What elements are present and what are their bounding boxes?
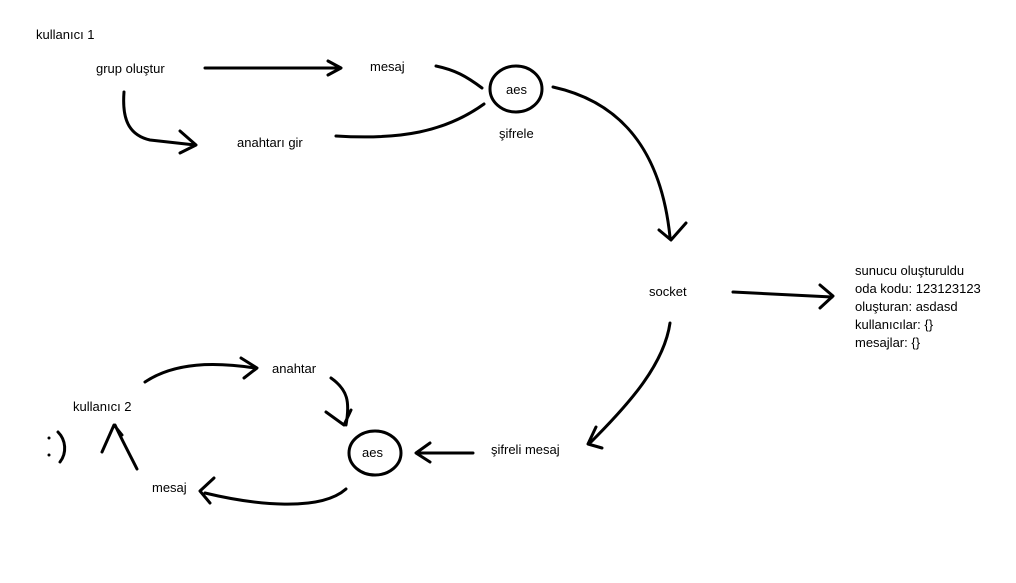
- arrow-socket-to-encrypted: [586, 321, 672, 450]
- line-message-to-aes: [434, 64, 484, 90]
- aes-bottom-label: aes: [362, 445, 383, 460]
- encrypted-message-label: şifreli mesaj: [491, 442, 560, 457]
- socket-label: socket: [649, 284, 687, 299]
- aes-circle-top: [488, 64, 544, 114]
- server-info-line: mesajlar: {}: [855, 335, 921, 350]
- arrow-encrypted-to-aes: [414, 441, 475, 464]
- server-info-line: kullanıcılar: {}: [855, 317, 934, 332]
- aes-circle-bottom: [347, 429, 403, 477]
- user2-label: kullanıcı 2: [73, 399, 132, 414]
- message-top-label: mesaj: [370, 59, 405, 74]
- enter-key-label: anahtarı gir: [237, 135, 303, 150]
- arrow-create-to-message: [203, 59, 343, 77]
- smiley-eye-bottom: [47, 453, 51, 457]
- aes-top-label: aes: [506, 82, 527, 97]
- arrow-key-to-aes: [324, 376, 353, 427]
- arrow-aes-to-message: [198, 476, 348, 506]
- message-bottom-label: mesaj: [152, 480, 187, 495]
- server-info-line: oluşturan: asdasd: [855, 299, 958, 314]
- arrow-user2-to-key: [143, 356, 259, 384]
- smiley-mouth: [56, 430, 67, 464]
- server-info-block: sunucu oluşturuldu oda kodu: 123123123 o…: [855, 262, 981, 352]
- line-key-to-aes: [334, 102, 486, 139]
- smiley-eye-top: [47, 436, 51, 440]
- arrow-socket-to-server: [731, 283, 835, 310]
- encrypt-label: şifrele: [499, 126, 534, 141]
- arrow-create-to-key: [122, 90, 198, 155]
- arrow-aes-to-socket: [551, 85, 688, 242]
- server-info-line: oda kodu: 123123123: [855, 281, 981, 296]
- user1-label: kullanıcı 1: [36, 27, 95, 42]
- arrow-message-to-user2: [100, 423, 139, 471]
- key-label: anahtar: [272, 361, 317, 376]
- server-info-line: sunucu oluşturuldu: [855, 263, 965, 278]
- create-group-label: grup oluştur: [96, 61, 165, 76]
